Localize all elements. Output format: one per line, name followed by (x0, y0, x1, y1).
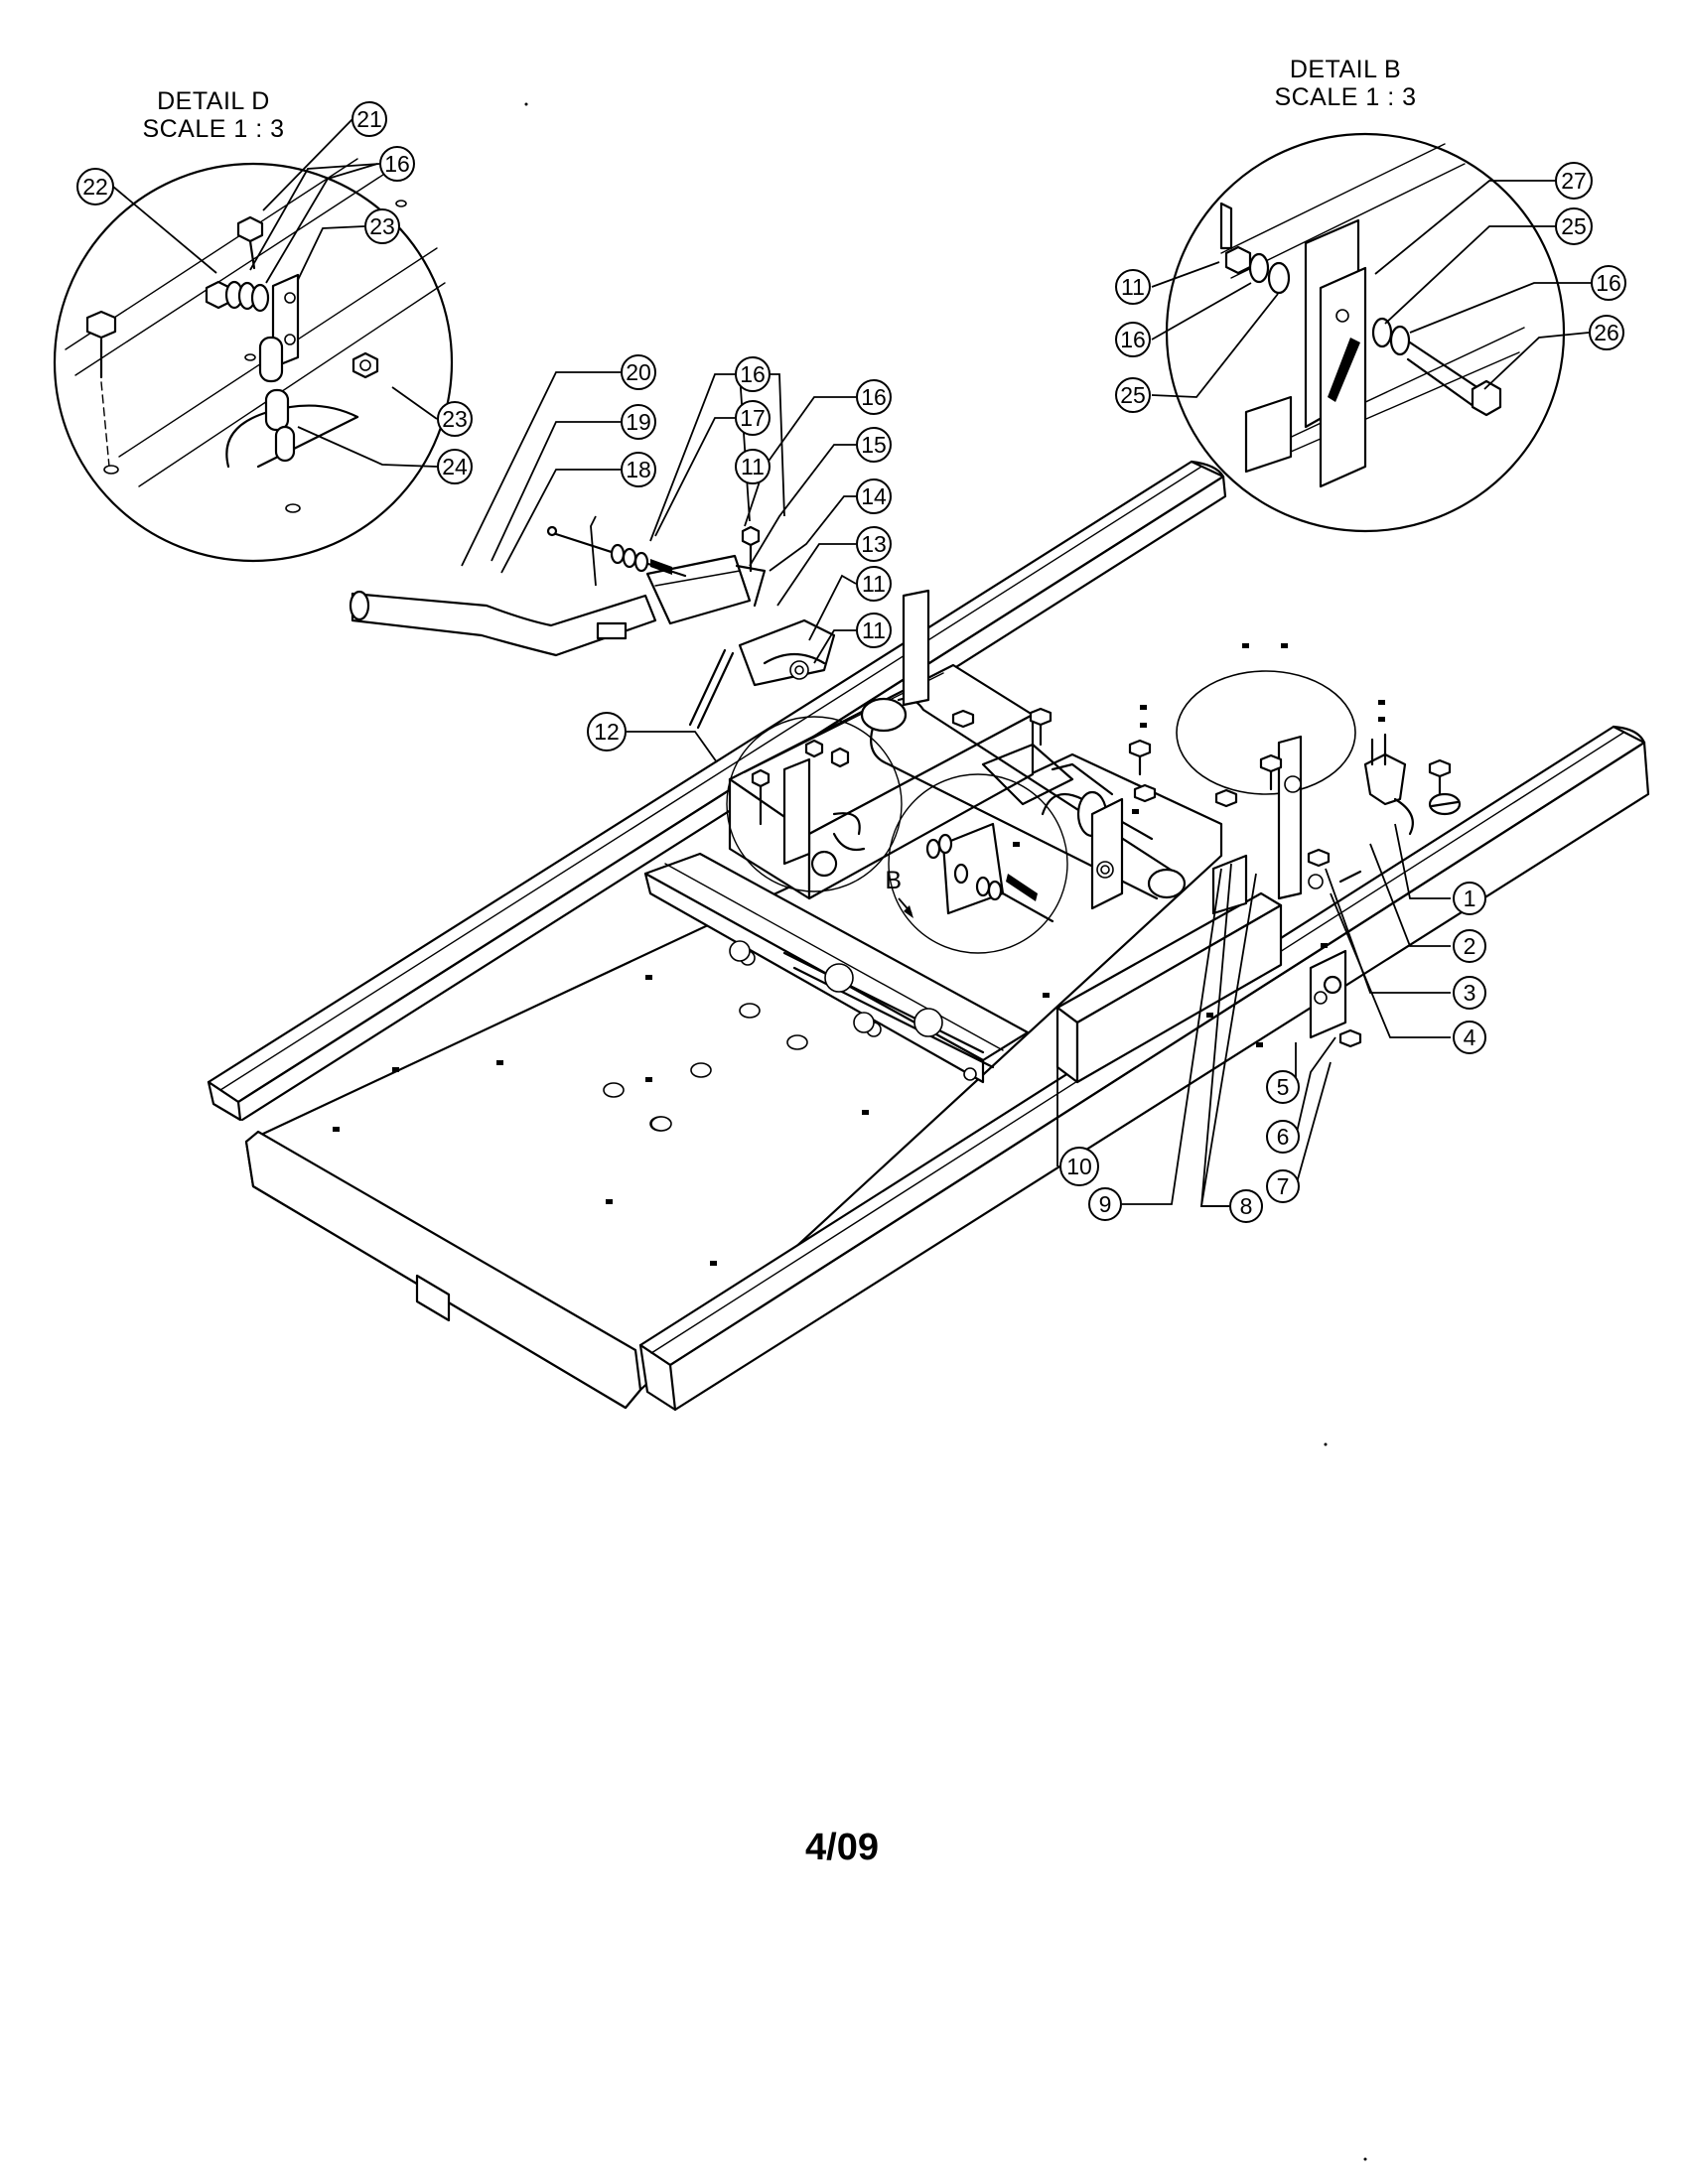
svg-text:8: 8 (1240, 1193, 1253, 1219)
svg-text:20: 20 (626, 359, 651, 385)
svg-text:16: 16 (1596, 270, 1621, 296)
callout-11-extra: 11 (856, 613, 892, 648)
svg-text:16: 16 (1120, 327, 1146, 352)
callout-13: 13 (856, 526, 892, 562)
callout-16-handle: 16 (735, 356, 771, 392)
svg-text:16: 16 (861, 384, 887, 410)
inline-detail-circles (726, 716, 1068, 954)
svg-text:10: 10 (1066, 1154, 1092, 1179)
callout-16-main: 16 (856, 379, 892, 415)
revision-date: 4/09 (805, 1827, 879, 1868)
svg-text:25: 25 (1120, 382, 1146, 408)
detail-b-scale: SCALE 1 : 3 (1274, 83, 1416, 111)
svg-text:11: 11 (741, 454, 765, 479)
svg-text:13: 13 (861, 531, 887, 557)
svg-text:12: 12 (594, 719, 620, 745)
callout-20: 20 (621, 354, 656, 390)
svg-text:16: 16 (740, 361, 766, 387)
callout-8: 8 (1229, 1189, 1263, 1223)
svg-text:27: 27 (1561, 168, 1587, 194)
svg-text:23: 23 (442, 406, 468, 432)
callout-16-detail-b-right: 16 (1591, 265, 1626, 301)
callout-25-left: 25 (1115, 377, 1151, 413)
callout-10: 10 (1059, 1147, 1099, 1186)
callout-22: 22 (76, 168, 114, 205)
callout-14: 14 (856, 478, 892, 514)
callout-18: 18 (621, 452, 656, 487)
callout-9: 9 (1088, 1187, 1122, 1221)
svg-text:17: 17 (740, 405, 766, 431)
callout-17: 17 (735, 400, 771, 436)
detail-d-title: DETAIL D (157, 87, 270, 115)
callout-16-detail-d: 16 (379, 146, 415, 182)
svg-text:3: 3 (1464, 980, 1476, 1006)
callout-4: 4 (1453, 1021, 1486, 1054)
detail-d: DETAIL D SCALE 1 : 3 (53, 87, 454, 563)
callout-21: 21 (351, 101, 387, 137)
svg-text:14: 14 (861, 483, 887, 509)
callout-23-lower: 23 (437, 401, 473, 437)
svg-text:1: 1 (1464, 886, 1476, 911)
detail-d-scale: SCALE 1 : 3 (142, 115, 284, 143)
svg-text:19: 19 (626, 409, 651, 435)
callout-19: 19 (621, 404, 656, 440)
callout-15: 15 (856, 427, 892, 463)
callout-balloons: 1 2 3 4 5 6 7 8 9 10 11 12 13 14 15 16 1… (76, 101, 1626, 1223)
svg-text:11: 11 (1121, 274, 1145, 300)
svg-text:21: 21 (356, 106, 382, 132)
callout-26: 26 (1589, 315, 1624, 350)
svg-text:6: 6 (1277, 1124, 1290, 1150)
detail-b: DETAIL B SCALE 1 : 3 (1165, 56, 1566, 533)
leader-lines (112, 118, 1592, 1207)
svg-text:25: 25 (1561, 213, 1587, 239)
svg-text:23: 23 (369, 213, 395, 239)
callout-25-right: 25 (1555, 207, 1593, 245)
callout-11-detail-b: 11 (1115, 269, 1151, 305)
svg-text:9: 9 (1099, 1191, 1112, 1217)
callout-11-rod: 11 (735, 449, 771, 484)
svg-text:11: 11 (862, 617, 886, 643)
callout-23-upper: 23 (364, 208, 400, 244)
svg-text:2: 2 (1464, 933, 1476, 959)
svg-text:16: 16 (384, 151, 410, 177)
callout-16-detail-b-left: 16 (1115, 322, 1151, 357)
callout-1: 1 (1453, 882, 1486, 915)
callout-24: 24 (437, 449, 473, 484)
callout-7: 7 (1266, 1169, 1300, 1203)
svg-text:11: 11 (862, 571, 886, 597)
detail-b-title: DETAIL B (1290, 56, 1401, 83)
callout-2: 2 (1453, 929, 1486, 963)
svg-text:24: 24 (442, 454, 468, 479)
svg-text:7: 7 (1277, 1173, 1290, 1199)
callout-6: 6 (1266, 1120, 1300, 1154)
svg-text:22: 22 (82, 174, 108, 200)
callout-27: 27 (1555, 162, 1593, 200)
svg-text:5: 5 (1277, 1074, 1290, 1100)
handle-assembly (349, 525, 836, 730)
frame-assembly (207, 460, 1650, 1412)
callout-11-main: 11 (856, 566, 892, 602)
callout-12: 12 (587, 712, 627, 751)
svg-text:26: 26 (1594, 320, 1619, 345)
svg-text:18: 18 (626, 457, 651, 482)
svg-text:15: 15 (861, 432, 887, 458)
callout-5: 5 (1266, 1070, 1300, 1104)
svg-text:4: 4 (1464, 1024, 1476, 1050)
detail-b-marker: B (885, 867, 902, 894)
callout-3: 3 (1453, 976, 1486, 1010)
